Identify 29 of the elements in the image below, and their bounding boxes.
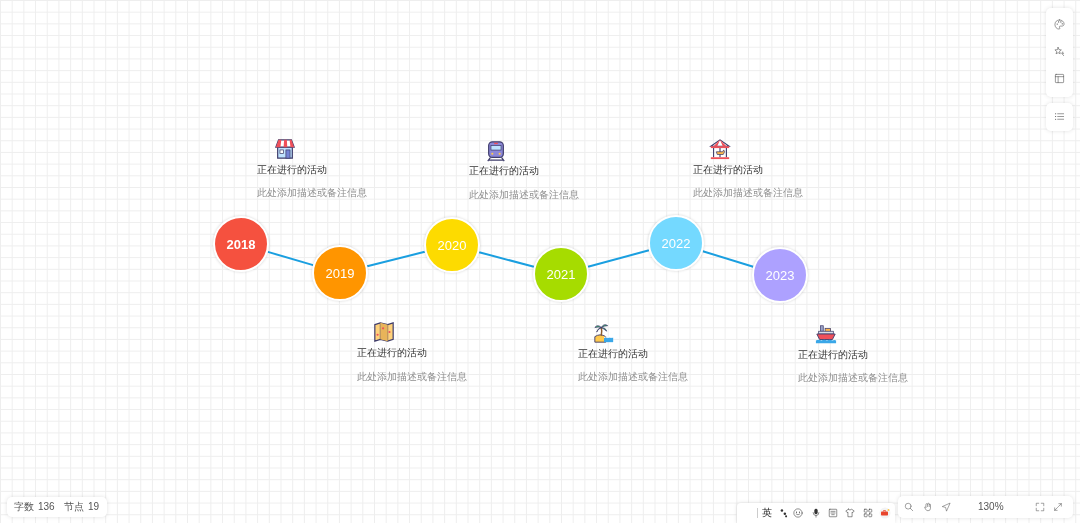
activity-title: 正在进行的活动 [798, 349, 868, 361]
note-text: 此处添加描述或备注信息 [578, 371, 688, 383]
language-label: 英 [762, 507, 772, 519]
connector-line [266, 250, 315, 267]
connector-line [701, 250, 755, 268]
stat-label: 节点 [64, 501, 84, 513]
stat-value: 136 [38, 501, 55, 513]
year-label: 2020 [437, 237, 467, 253]
stat-value: 19 [88, 501, 100, 513]
note-text: 此处添加描述或备注信息 [469, 189, 579, 201]
year-label: 2019 [325, 265, 355, 281]
year-label: 2018 [226, 236, 256, 252]
stat-label: 字数 [14, 501, 34, 513]
connector-line [366, 250, 426, 268]
activity-title: 正在进行的活动 [693, 164, 763, 176]
note-text: 此处添加描述或备注信息 [693, 187, 803, 199]
note-text: 此处添加描述或备注信息 [798, 372, 908, 384]
activity-title: 正在进行的活动 [257, 164, 327, 176]
connector-line [587, 249, 650, 268]
year-label: 2022 [661, 235, 691, 251]
activity-title: 正在进行的活动 [578, 348, 648, 360]
note-text: 此处添加描述或备注信息 [257, 187, 367, 199]
year-label: 2021 [546, 266, 576, 282]
zoom-level: 130% [978, 501, 1004, 513]
activity-title: 正在进行的活动 [357, 347, 427, 359]
note-text: 此处添加描述或备注信息 [357, 371, 467, 383]
connector-line [478, 251, 535, 268]
activity-title: 正在进行的活动 [469, 165, 539, 177]
year-label: 2023 [765, 267, 795, 283]
